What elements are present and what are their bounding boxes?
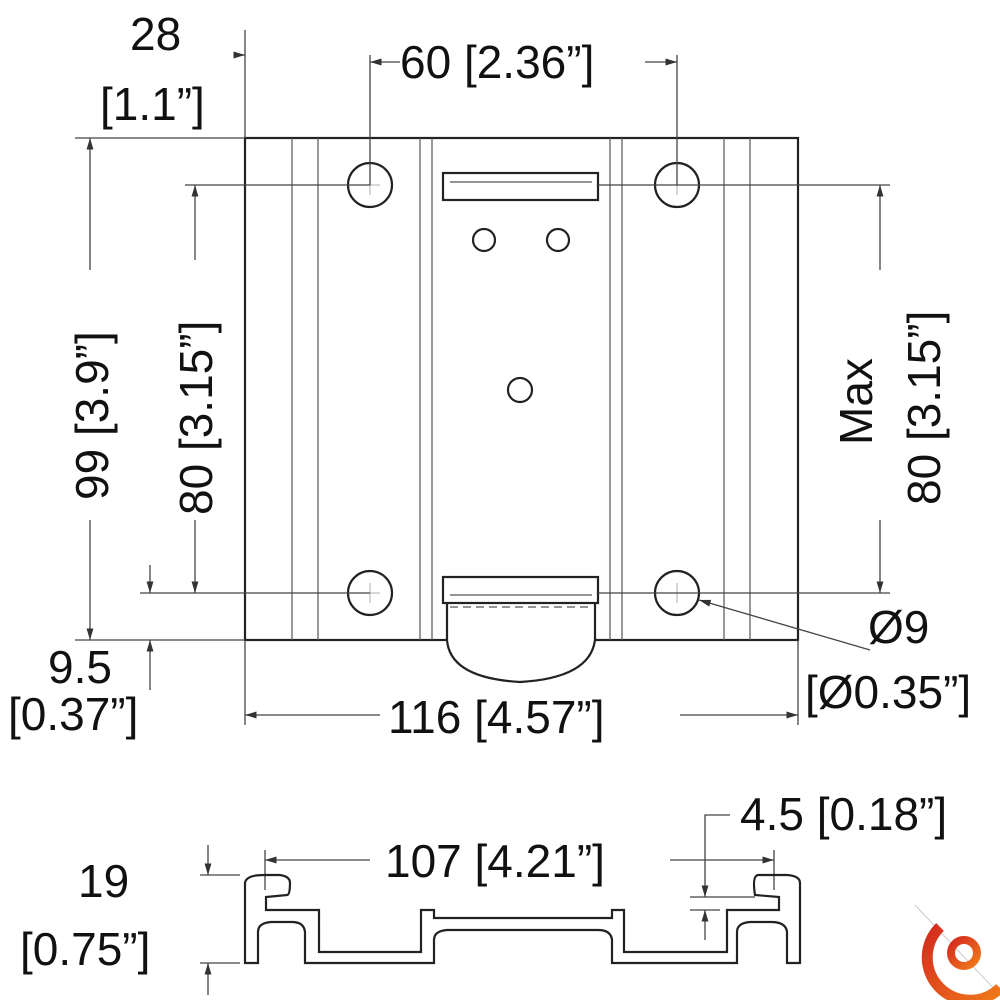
- dim-left-offset-value: 28: [130, 8, 181, 60]
- dim-width: 116 [4.57”]: [388, 691, 605, 743]
- dim-bottom-offset-inch: [0.37”]: [8, 688, 138, 740]
- dim-hole-spacing-v: 80 [3.15”]: [170, 321, 222, 515]
- mounting-plate: [243, 136, 800, 684]
- mounting-holes: [346, 161, 701, 617]
- dim-wall: 4.5 [0.18”]: [740, 788, 947, 840]
- dim-left-offset-inch: [1.1”]: [100, 78, 205, 130]
- dim-thickness-inch: [0.75”]: [20, 923, 150, 975]
- dim-height: 99 [3.9”]: [66, 331, 118, 500]
- dim-hole-diameter-inch: [Ø0.35”]: [805, 666, 971, 718]
- dim-thickness-value: 19: [78, 855, 129, 907]
- dim-hole-spacing-h: 60 [2.36”]: [400, 36, 594, 88]
- dim-max-label: Max: [830, 358, 882, 445]
- top-clip: [441, 171, 600, 202]
- dimension-lines: [75, 30, 890, 995]
- dim-hole-diameter-value: Ø9: [868, 601, 929, 653]
- rail-profile: [243, 873, 802, 965]
- dim-bottom-offset-value: 9.5: [48, 641, 112, 693]
- dim-max-value: 80 [3.15”]: [898, 311, 950, 505]
- bottom-clip: [441, 575, 600, 684]
- dim-slot-span: 107 [4.21”]: [385, 835, 605, 887]
- brand-logo-icon: [914, 904, 1000, 1000]
